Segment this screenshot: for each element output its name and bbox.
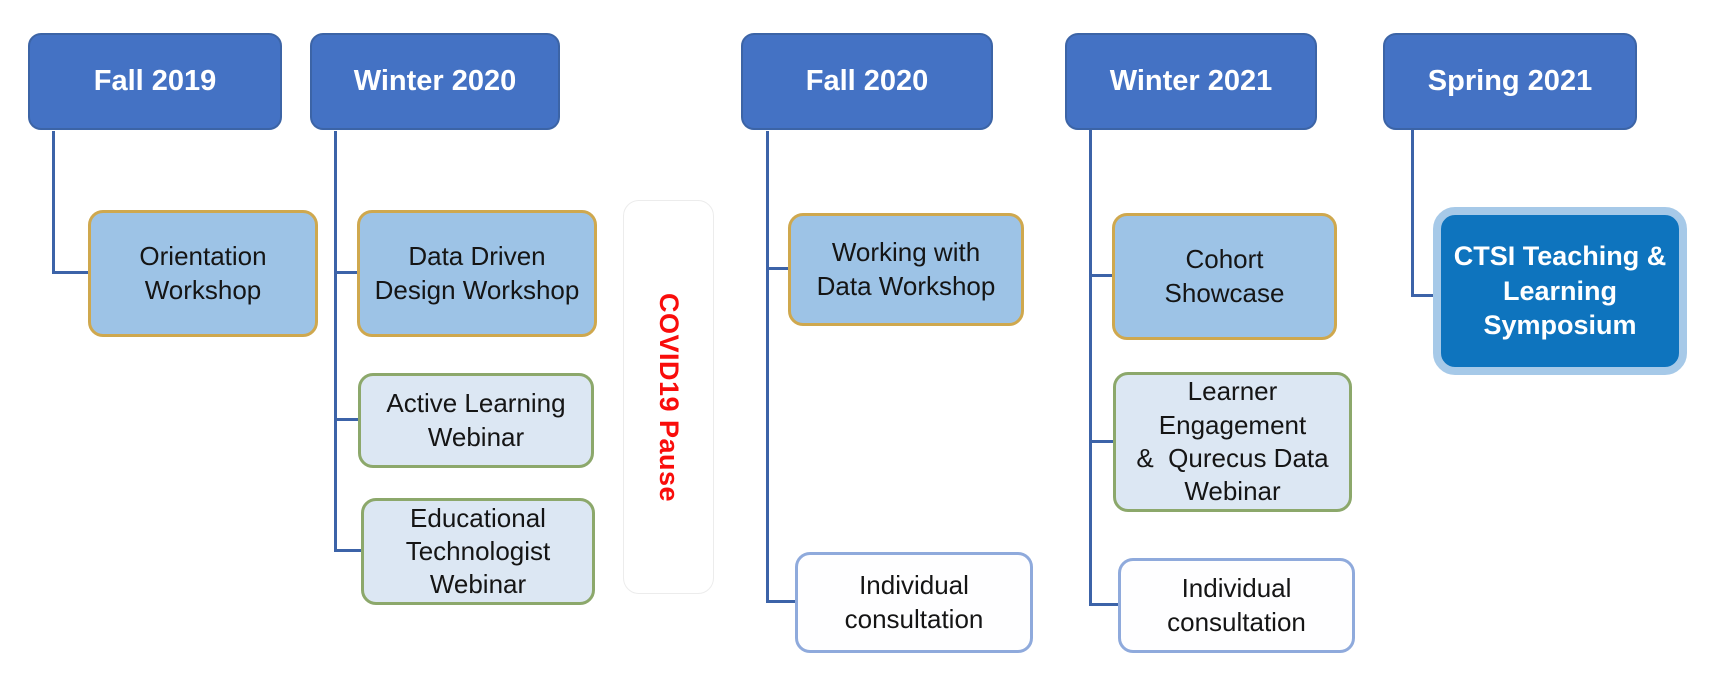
- connector-fall2020-vertical: [766, 131, 769, 603]
- connector-spring2021-branch-1: [1411, 294, 1434, 297]
- node-active-learning-webinar: Active Learning Webinar: [358, 373, 594, 468]
- connector-fall2020-branch-2: [766, 600, 796, 603]
- node-individual-consultation-winter2021: Individual consultation: [1118, 558, 1355, 653]
- connector-winter2020-branch-2: [334, 418, 359, 421]
- node-orientation-workshop-label: Orientation Workshop: [139, 241, 267, 305]
- node-individual-consultation-winter2021-label: Individual consultation: [1167, 573, 1306, 637]
- header-winter-2020-label: Winter 2020: [353, 65, 517, 97]
- connector-winter2021-vertical: [1089, 128, 1092, 606]
- connector-fall2019-branch-1: [52, 271, 88, 274]
- header-fall-2019: Fall 2019: [28, 33, 282, 130]
- connector-winter2021-branch-3: [1089, 603, 1119, 606]
- connector-winter2021-branch-1: [1089, 274, 1113, 277]
- connector-spring2021-vertical: [1411, 130, 1414, 297]
- header-fall-2019-label: Fall 2019: [93, 65, 217, 97]
- node-cohort-showcase: Cohort Showcase: [1112, 213, 1337, 340]
- connector-fall2020-branch-1: [766, 267, 789, 270]
- node-working-with-data-workshop: Working with Data Workshop: [788, 213, 1024, 326]
- node-working-with-data-workshop-label: Working with Data Workshop: [816, 237, 996, 301]
- node-individual-consultation-fall2020: Individual consultation: [795, 552, 1033, 653]
- node-active-learning-webinar-label: Active Learning Webinar: [386, 388, 566, 452]
- node-ctsi-teaching-learning-symposium: CTSI Teaching & Learning Symposium: [1433, 207, 1687, 375]
- header-winter-2020: Winter 2020: [310, 33, 560, 130]
- header-fall-2020: Fall 2020: [741, 33, 993, 130]
- node-data-driven-design-workshop-label: Data Driven Design Workshop: [374, 241, 580, 305]
- node-learner-engagement-qurecus-data-webinar: Learner Engagement & Qurecus Data Webina…: [1113, 372, 1352, 512]
- connector-winter2021-branch-2: [1089, 440, 1114, 443]
- node-orientation-workshop: Orientation Workshop: [88, 210, 318, 337]
- connector-winter2020-vertical: [334, 131, 337, 551]
- header-spring-2021: Spring 2021: [1383, 33, 1637, 130]
- header-winter-2021-label: Winter 2021: [1109, 65, 1273, 97]
- node-educational-technologist-webinar-label: Educational Technologist Webinar: [405, 502, 551, 600]
- covid-pause-panel: COVID19 Pause: [623, 200, 714, 594]
- node-cohort-showcase-label: Cohort Showcase: [1164, 244, 1285, 308]
- covid-pause-label: COVID19 Pause: [654, 292, 684, 502]
- connector-winter2020-branch-1: [334, 271, 358, 274]
- node-data-driven-design-workshop: Data Driven Design Workshop: [357, 210, 597, 337]
- connector-winter2020-branch-3: [334, 549, 362, 552]
- node-learner-engagement-qurecus-data-webinar-label: Learner Engagement & Qurecus Data Webina…: [1136, 376, 1329, 507]
- header-fall-2020-label: Fall 2020: [805, 65, 929, 97]
- header-winter-2021: Winter 2021: [1065, 33, 1317, 130]
- node-ctsi-teaching-learning-symposium-label: CTSI Teaching & Learning Symposium: [1453, 241, 1667, 341]
- header-spring-2021-label: Spring 2021: [1427, 65, 1593, 97]
- connector-fall2019-vertical: [52, 131, 55, 274]
- node-educational-technologist-webinar: Educational Technologist Webinar: [361, 498, 595, 605]
- node-individual-consultation-fall2020-label: Individual consultation: [844, 570, 984, 634]
